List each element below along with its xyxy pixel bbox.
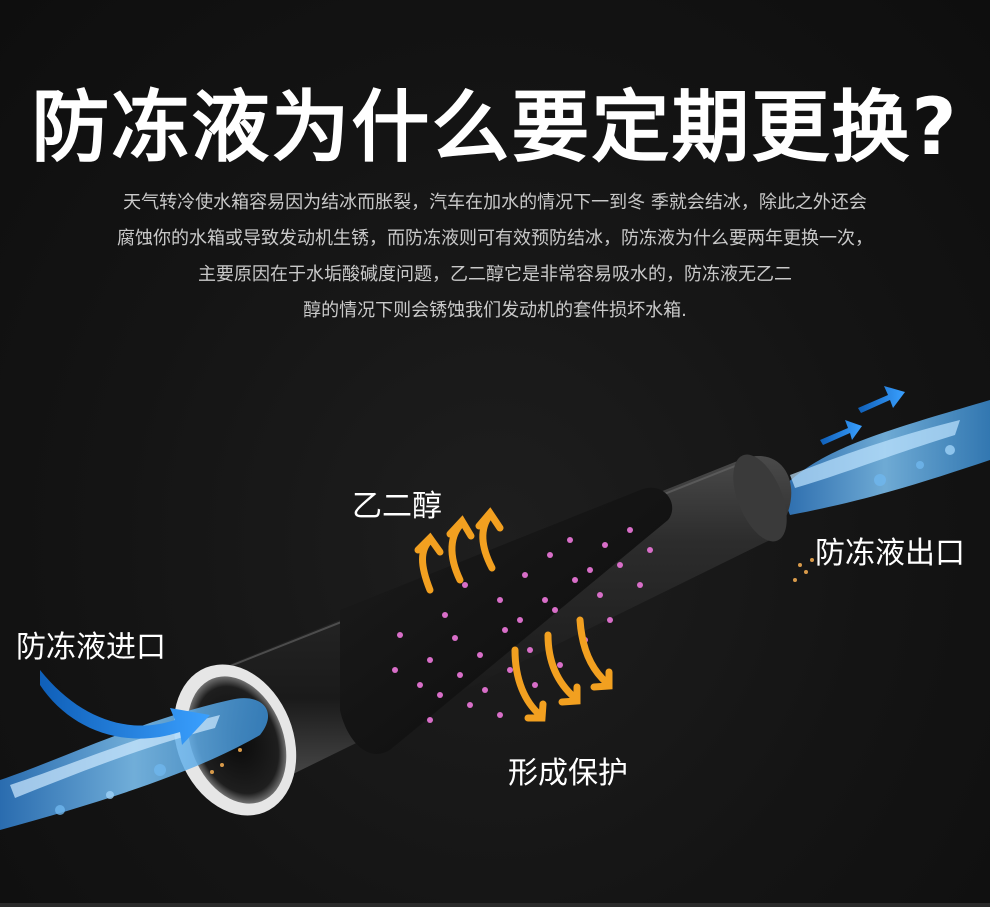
inlet-arrow-icon: [40, 670, 210, 745]
coolant-pipe-illustration: [0, 386, 990, 830]
intro-line-3: 主要原因在于水垢酸碱度问题，乙二醇它是非常容易吸水的，防冻液无乙二: [198, 264, 792, 285]
intro-line-1: 天气转冷使水箱容易因为结冰而胀裂，汽车在加水的情况下一到冬 季就会结冰，除此之外…: [123, 192, 867, 213]
outlet-sparks: [793, 558, 814, 582]
intro-line-4: 醇的情况下则会锈蚀我们发动机的套件损坏水箱.: [303, 300, 687, 321]
intro-line-2: 腐蚀你的水箱或导致发动机生锈，而防冻液则可有效预防结冰，防冻液为什么要两年更换一…: [117, 228, 873, 249]
outlet-arrow-icons: [820, 386, 905, 445]
pipe-body: [178, 454, 792, 803]
glycol-release-arrow-icons: [414, 507, 504, 594]
intro-paragraph: 天气转冷使水箱容易因为结冰而胀裂，汽车在加水的情况下一到冬 季就会结冰，除此之外…: [40, 185, 950, 329]
headline: 防冻液为什么要定期更换?: [31, 83, 959, 173]
glycol-particles: [392, 527, 653, 723]
outlet-water-splash: [780, 400, 990, 515]
glycol-label: 乙二醇: [352, 489, 442, 524]
bottom-divider: [0, 903, 990, 907]
protection-label: 形成保护: [508, 756, 628, 791]
inlet-water-splash: [0, 698, 269, 830]
inlet-label: 防冻液进口: [16, 630, 166, 665]
outlet-label: 防冻液出口: [815, 536, 965, 571]
protection-arrow-icons: [511, 616, 613, 722]
